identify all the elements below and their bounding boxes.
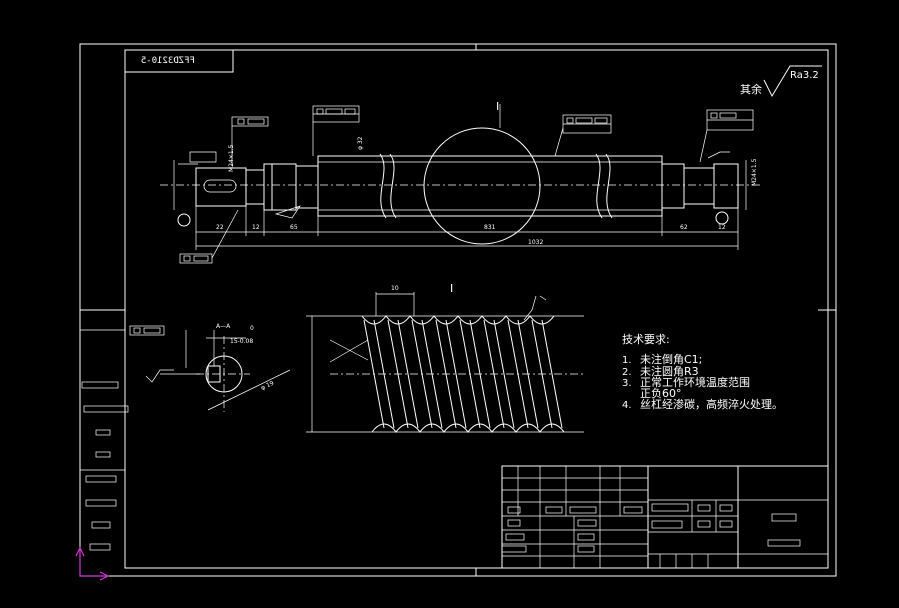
dim-thread-length: 831 [484, 224, 496, 231]
dim-shaft-dia: φ 32 [357, 136, 364, 150]
detail-label-view: I [450, 282, 453, 295]
note-1-num: 1. [622, 355, 632, 366]
surface-roughness-note: 其余 Ra3.2 [740, 65, 822, 98]
note-2-text: 未注圆角R3 [640, 364, 699, 378]
note-1-text: 未注倒角C1; [640, 352, 702, 366]
dim-total-length: 1032 [528, 239, 543, 246]
note-2-num: 2. [622, 367, 632, 378]
sheet-border [79, 43, 837, 577]
section-a-a: A—A 0 15-0.08 φ 19 [129, 323, 291, 412]
drawing-code: FFZD3210-5 [141, 56, 195, 66]
dim-left-seg-1: 22 [216, 224, 224, 231]
main-dimensions: 22 12 65 831 62 12 1032 M24×1.5 M24×1.5 … [173, 136, 758, 250]
note-4-text: 丝杠经渗碳，高频淬火处理。 [640, 397, 783, 411]
technical-requirements: 技术要求: 1. 未注倒角C1; 2. 未注圆角R3 3. 正常工作环境温度范围… [622, 333, 783, 411]
surface-roughness-icon [763, 65, 822, 98]
dim-right-seg-1: 62 [680, 224, 688, 231]
detail-i-view: I 10 [306, 282, 584, 433]
left-side-strip [80, 309, 129, 551]
detail-pitch: 10 [391, 285, 399, 292]
detail-label-main: I [496, 100, 499, 113]
finish-value: Ra3.2 [790, 70, 819, 81]
section-label: A—A [216, 323, 231, 330]
dim-left-seg-3: 65 [290, 224, 298, 231]
note-3-num: 3. [622, 378, 632, 389]
ucs-axis-icon [75, 546, 110, 581]
dim-right-seg-2: 12 [718, 224, 726, 231]
finish-prefix: 其余 [740, 82, 762, 96]
dim-left-seg-2: 12 [252, 224, 260, 231]
section-dia: φ 19 [260, 380, 275, 392]
note-3-text: 正常工作环境温度范围 [640, 375, 750, 389]
dim-right-thread: M24×1.5 [751, 158, 758, 186]
section-tolerance: 15-0.08 [230, 338, 253, 345]
note-4-num: 4. [622, 400, 632, 411]
tolerance-callouts-main [178, 105, 754, 264]
section-width: 0 [250, 325, 254, 332]
notes-heading: 技术要求: [622, 333, 670, 346]
title-block [501, 465, 829, 569]
dim-left-thread: M24×1.5 [228, 144, 235, 172]
note-3b-text: 正负60° [640, 386, 682, 400]
main-screw-view: I [160, 100, 762, 245]
